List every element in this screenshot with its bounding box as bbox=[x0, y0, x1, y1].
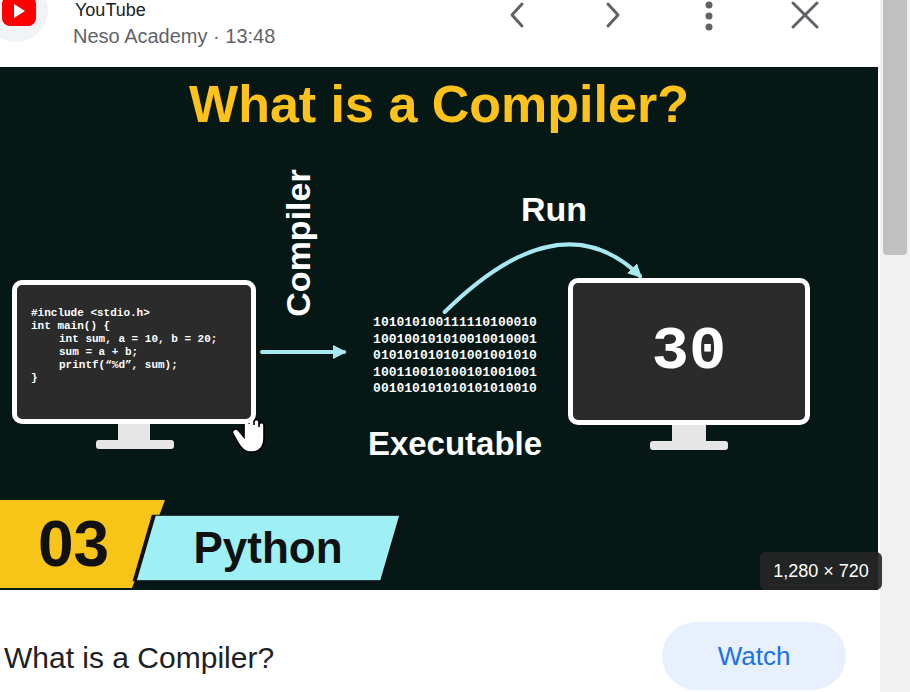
binary-line: Executable bbox=[368, 424, 542, 464]
text-column: #include <stdio.h>int main() {int sum, a… bbox=[31, 307, 237, 385]
thumbnail-title: What is a Compiler? bbox=[0, 72, 878, 136]
edge-label: Run bbox=[521, 189, 587, 229]
image-size: 1,280 × 720 bbox=[773, 560, 869, 582]
language-banner: Python bbox=[132, 514, 404, 582]
site-name: YouTube bbox=[75, 0, 146, 20]
executable-block: 1010101001111101000101001001010100100100… bbox=[352, 312, 558, 467]
binary-line: 101010100111110100010 bbox=[373, 315, 537, 332]
text-column: 1010101001111101000101001001010100100100… bbox=[352, 315, 558, 464]
nav-icons bbox=[512, 3, 817, 27]
youtube-logo bbox=[0, 0, 48, 42]
edge-label-vertical: Compiler bbox=[278, 169, 318, 316]
code-line: printf(“%d”, sum); bbox=[59, 359, 178, 372]
button-label: Watch bbox=[718, 640, 791, 672]
result-title: What is a Compiler? bbox=[4, 638, 274, 678]
channel-duration: Neso Academy · 13:48 bbox=[73, 23, 275, 49]
scrollbar-thumb bbox=[883, 0, 907, 255]
output-value: 30 bbox=[652, 317, 726, 387]
episode-number: 03 bbox=[38, 508, 109, 580]
binary-line: 100100101010010010001 bbox=[373, 332, 537, 349]
code-line: int main() { bbox=[31, 320, 110, 333]
menu-dots bbox=[706, 2, 713, 31]
code-monitor: #include <stdio.h>int main() {int sum, a… bbox=[12, 280, 256, 424]
binary-line: 100110010100101001001 bbox=[373, 365, 537, 382]
code-line: #include <stdio.h> bbox=[31, 307, 150, 320]
output-monitor: 30 bbox=[568, 278, 810, 425]
binary-line: 001010101010101010010 bbox=[373, 381, 537, 398]
binary-line: 010101010101001001010 bbox=[373, 348, 537, 365]
code-line: } bbox=[31, 372, 38, 385]
code-line: int sum, a = 10, b = 20; bbox=[59, 333, 217, 346]
code-line: sum = a + b; bbox=[59, 346, 138, 359]
arrow-connector bbox=[262, 350, 344, 354]
watch-button: Watch bbox=[662, 622, 846, 690]
size-badge: 1,280 × 720 bbox=[760, 552, 882, 590]
language-name: Python bbox=[193, 522, 342, 574]
